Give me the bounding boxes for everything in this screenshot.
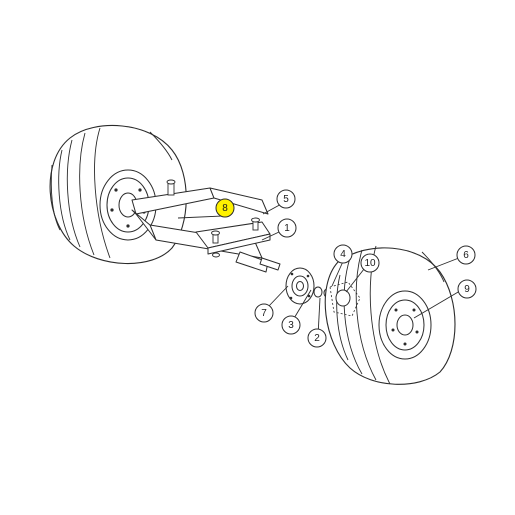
callout-8: 8 [215, 198, 235, 218]
callout-6: 6 [456, 245, 476, 265]
callout-7: 7 [254, 303, 274, 323]
callout-2: 2 [307, 328, 327, 348]
callout-circle [254, 303, 274, 323]
callout-circle [215, 198, 235, 218]
callout-number: 4 [340, 249, 346, 260]
callout-circle [307, 328, 327, 348]
bearing [313, 286, 323, 298]
callout-number: 9 [464, 284, 470, 295]
callouts: 1 2 3 4 5 6 7 8 9 10 [215, 189, 477, 348]
callout-number: 10 [364, 258, 376, 269]
callout-5: 5 [276, 189, 296, 209]
callout-circle [277, 218, 297, 238]
callout-number: 3 [288, 320, 294, 331]
right-wheel [324, 245, 456, 385]
callout-circle [281, 315, 301, 335]
hub-assembly [285, 267, 337, 305]
callout-circle [333, 244, 353, 264]
callout-circle [456, 245, 476, 265]
spindle [259, 257, 281, 271]
callout-number: 7 [261, 308, 267, 319]
callout-number: 2 [314, 333, 320, 344]
callout-circle [457, 279, 477, 299]
callout-10: 10 [360, 253, 380, 273]
callout-1: 1 [277, 218, 297, 238]
dust-cap [335, 289, 351, 307]
axle-beam [131, 179, 281, 273]
callout-circle [360, 253, 380, 273]
callout-number: 5 [283, 194, 289, 205]
callout-number: 1 [284, 223, 290, 234]
callout-circle [276, 189, 296, 209]
callout-9: 9 [457, 279, 477, 299]
callout-number: 8 [222, 203, 228, 214]
callout-number: 6 [463, 250, 469, 261]
callout-3: 3 [281, 315, 301, 335]
callout-4: 4 [333, 244, 353, 264]
